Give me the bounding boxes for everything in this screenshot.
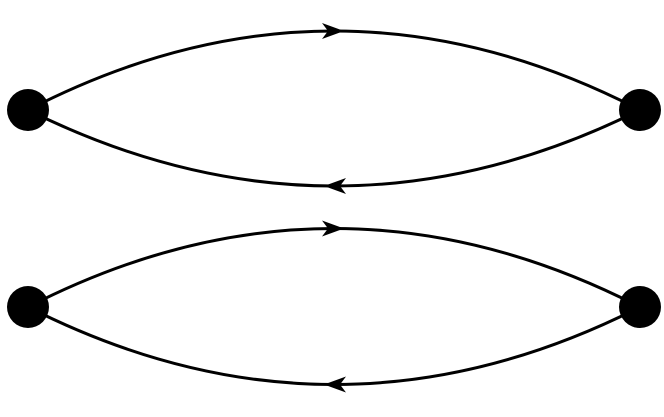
arrow-icon-ab-top — [322, 23, 344, 39]
propagator-line-ab-top — [27, 29, 641, 112]
arrow-icon-cd-top — [322, 220, 344, 237]
vertex-node-a — [7, 89, 49, 131]
vertex-node-c — [7, 286, 49, 328]
propagator-line-cd-top — [27, 227, 641, 309]
arrow-icon-dc-bottom — [324, 376, 346, 393]
arrow-icon-ba-bottom — [324, 178, 346, 194]
vertex-node-b — [619, 89, 661, 131]
vertex-node-d — [619, 286, 661, 328]
propagator-line-dc-bottom — [27, 305, 641, 386]
propagator-line-ba-bottom — [27, 108, 641, 188]
